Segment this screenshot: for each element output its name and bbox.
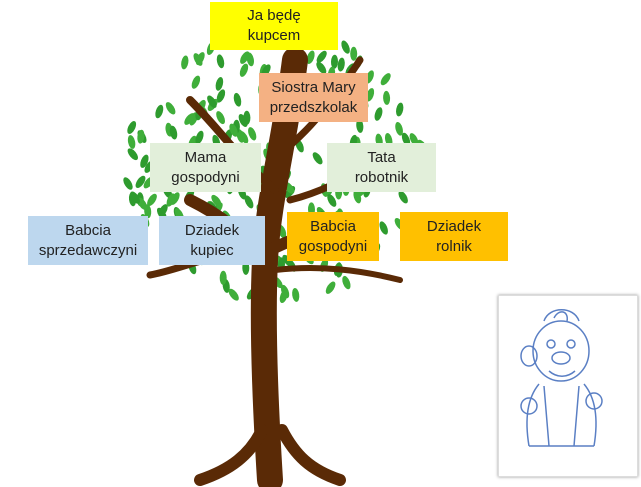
leaf [140,154,149,168]
mother-line2: gospodyni [171,168,240,186]
leaf [127,121,137,134]
leaf [292,287,300,302]
leaf [127,148,138,161]
leaf [312,152,323,165]
leaf [236,129,245,143]
leaf [195,130,204,145]
father-line1: Tata [367,148,396,166]
grandma2-line2: gospodyni [298,237,368,255]
leaf [401,132,411,147]
leaf [330,54,339,69]
grandpa1-box: Dziadek kupiec [159,216,265,265]
leaf [316,50,327,63]
leaf [155,104,164,119]
leaf [396,102,404,117]
leaf [337,57,345,72]
boy-sketch-icon [520,309,603,447]
leaf [166,193,176,207]
leaf [137,197,148,210]
leaf [130,191,140,204]
me-line1: Ja będę [247,7,301,24]
leaf [239,63,249,77]
sister-line1: Siostra Mary [271,78,356,96]
leaf [238,114,248,127]
leaf [233,92,242,107]
leaf [316,61,327,74]
leaf [191,75,201,89]
leaf [350,46,358,61]
leaf [127,135,136,149]
mother-box: Mama gospodyni [150,143,261,192]
grandma1-line1: Babcia [65,221,111,239]
leaf [374,107,383,121]
grandpa2-line2: rolnik [436,237,472,255]
grandpa1-line1: Dziadek [184,221,240,239]
sister-box: Siostra Mary przedszkolak [259,73,368,122]
leaf [356,118,364,133]
leaf [341,40,350,54]
leaf [240,51,250,64]
leaf [366,88,375,102]
grandma1-line2: sprzedawczyni [38,241,138,259]
leaf [216,89,226,103]
leaf [279,289,288,304]
father-box: Tata robotnik [327,143,436,192]
me-line2: kupcem [247,27,301,44]
leaf [219,270,227,285]
grandma1-box: Babcia sprzedawczyni [28,216,148,265]
leaf [380,73,391,86]
leaf [135,175,146,188]
leaf [215,77,224,91]
leaf [181,55,189,70]
leaf [169,125,178,140]
leaf [398,190,408,204]
grandpa2-box: Dziadek rolnik [400,212,508,261]
grandpa1-line2: kupiec [190,241,234,259]
leaf [184,113,195,125]
leaf [147,193,157,207]
grandpa2-line1: Dziadek [426,217,482,235]
leaf [193,53,203,66]
grandma2-box: Babcia gospodyni [287,212,379,261]
leaf [379,221,388,235]
leaf [244,195,254,209]
leaf [216,111,225,125]
grandma2-line1: Babcia [310,217,356,235]
leaf [216,54,225,69]
boy-sketch-image [498,295,638,477]
leaf [383,90,391,105]
leaf [409,133,419,147]
father-line2: robotnik [354,168,409,186]
me-box: Ja będę kupcem [210,2,338,50]
leaf [123,177,133,190]
leaf [207,95,217,108]
leaf [137,129,145,144]
leaf [327,194,337,207]
leaf [342,275,351,290]
sister-line2: przedszkolak [269,98,358,116]
leaf [229,123,238,137]
leaf [228,288,239,301]
leaf [165,102,176,115]
leaf [395,121,403,136]
leaf [306,50,315,65]
leaf [248,127,257,141]
mother-line1: Mama [184,148,227,166]
leaf [325,281,336,294]
